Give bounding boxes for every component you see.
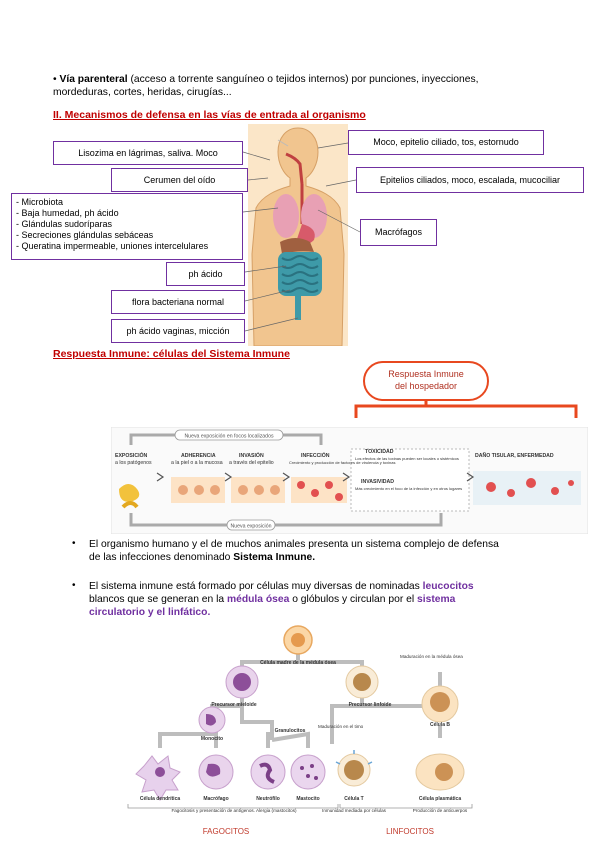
stage-sub: a los patógenos	[115, 460, 152, 466]
intro-line-2: mordeduras, cortes, heridas, cirugías...	[53, 87, 232, 98]
bullet-1-line-1: El organismo humano y el de muchos anima…	[89, 539, 499, 550]
box-lisozima: Lisozima en lágrimas, saliva. Moco	[53, 141, 243, 165]
stem-cell-label: Célula madre de la médula ósea	[260, 660, 336, 666]
skin-item: - Microbiota	[16, 197, 64, 207]
linfocitos-heading: LINFOCITOS	[386, 827, 434, 836]
stage-sub: Los efectos de las toxinas pueden ser lo…	[355, 456, 459, 461]
box-skin: - Microbiota - Baja humedad, ph ácido - …	[11, 193, 243, 260]
maduracion-medula-label: Maduración en la médula ósea	[400, 654, 463, 659]
stage-illustrations	[119, 471, 581, 509]
cell-label: Macrófago	[203, 796, 228, 802]
skin-item: - Glándulas sudoríparas	[16, 219, 113, 229]
intro-rest: (acceso a torrente sanguíneo o tejidos i…	[127, 74, 479, 85]
bullet-2-line-2: blancos que se generan en la médula ósea…	[89, 593, 569, 606]
granulocitos-label: Granulocitos	[275, 728, 306, 734]
stage-title: INFECCIÓN	[301, 451, 330, 459]
intro-bold: Vía parenteral	[59, 74, 128, 85]
bullet-2-text: El sistema inmune está formado por célul…	[89, 580, 569, 619]
stage-sub: Crecimiento y producción de factores de …	[289, 460, 396, 465]
stage-title: INVASIVIDAD	[361, 479, 394, 485]
stage-title: TOXICIDAD	[365, 449, 394, 455]
bullet-1-line-2: de las infecciones denominado Sistema In…	[89, 551, 569, 564]
lymphoid-label: Precursor linfoide	[349, 702, 392, 708]
plasma-description: Producción de anticuerpos	[413, 808, 468, 813]
stage-sub: a través del epitelio	[229, 460, 274, 466]
section-heading-immune: Respuesta Inmune: células del Sistema In…	[53, 348, 290, 360]
skin-item: - Baja humedad, ph ácido	[16, 208, 119, 218]
infection-progression-diagram: Nueva exposición en focos localizados Nu…	[111, 427, 588, 534]
t-cell-description: Inmunidad mediada por células	[322, 808, 387, 813]
bullet: •	[53, 74, 57, 85]
section-heading-defense: II. Mecanismos de defensa en las vías de…	[53, 109, 366, 121]
sistema-inmune-bold: Sistema Inmune.	[233, 552, 316, 563]
box-macrofagos: Macrófagos	[360, 219, 437, 246]
sistema-term: sistema	[417, 594, 456, 605]
myeloid-label: Precursor mieloide	[211, 702, 257, 708]
box-cerumen: Cerumen del oído	[111, 168, 248, 192]
stage-sub: a la piel o a la mucosa	[171, 460, 223, 466]
bullet-1-text: El organismo humano y el de muchos anima…	[89, 538, 569, 564]
host-response-line1: Respuesta Inmune	[388, 369, 464, 379]
text: o glóbulos y circulan por el	[289, 594, 417, 605]
intro-line-1: • Vía parenteral (acceso a torrente sang…	[53, 73, 573, 86]
leucocitos-term: leucocitos	[422, 581, 474, 592]
text: El sistema inmune está formado por célul…	[89, 581, 423, 592]
bullet-dot: •	[72, 580, 76, 591]
intro-paragraph: • Vía parenteral (acceso a torrente sang…	[53, 73, 573, 99]
host-response-line2: del hospedador	[395, 381, 457, 391]
cell-label: Mastocito	[296, 796, 319, 802]
medula-osea-term: médula ósea	[226, 594, 290, 605]
text: de las infecciones denominado	[89, 552, 234, 563]
bullet-2-line-1: El sistema inmune está formado por célul…	[89, 580, 569, 593]
cell-label: Célula T	[344, 796, 363, 802]
stage-title: DAÑO TISULAR, ENFERMEDAD	[475, 452, 554, 459]
stage-title: EXPOSICIÓN	[115, 451, 148, 459]
top-exposure-label: Nueva exposición en focos localizados	[184, 434, 274, 440]
cell-label: Célula dendrítica	[140, 796, 181, 802]
celula-b-label: Célula B	[430, 722, 450, 728]
cell-label: Célula plasmática	[419, 796, 461, 802]
box-flora: flora bacteriana normal	[111, 290, 245, 314]
skin-item: - Secreciones glándulas sebáceas	[16, 230, 154, 240]
box-vaginas: ph ácido vaginas, micción	[111, 319, 245, 343]
box-ph-acido: ph ácido	[166, 262, 245, 286]
human-body-illustration	[248, 124, 348, 346]
host-response-callout: Respuesta Inmune del hospedador	[354, 361, 578, 418]
bottom-exposure-label: Nueva exposición	[231, 524, 272, 530]
bullet-2-line-3: circulatorio y el linfático.	[89, 607, 211, 618]
box-moco-epitelio: Moco, epitelio ciliado, tos, estornudo	[348, 130, 544, 155]
monocito-label: Monocito	[201, 736, 223, 742]
stage-sub: Más crecimiento en el foco de la infecci…	[355, 486, 462, 491]
connector-lines	[242, 142, 361, 332]
text: blancos que se generan en la	[89, 594, 227, 605]
bullet-dot: •	[72, 538, 76, 549]
stage-title: ADHERENCIA	[181, 453, 216, 459]
fagocitos-heading: FAGOCITOS	[203, 827, 250, 836]
cell-label: Neutrófilo	[256, 796, 280, 802]
fagocitos-description: Fagocitosis y presentación de antígenos.…	[171, 808, 297, 813]
box-epitelios: Epitelios ciliados, moco, escalada, muco…	[356, 167, 584, 193]
hematopoiesis-diagram: Célula madre de la médula ósea Precursor…	[127, 625, 473, 836]
maduracion-timo-label: Maduración en el timo	[318, 724, 364, 729]
stage-title: INVASIÓN	[239, 451, 264, 459]
skin-item: - Queratina impermeable, uniones interce…	[16, 241, 209, 251]
